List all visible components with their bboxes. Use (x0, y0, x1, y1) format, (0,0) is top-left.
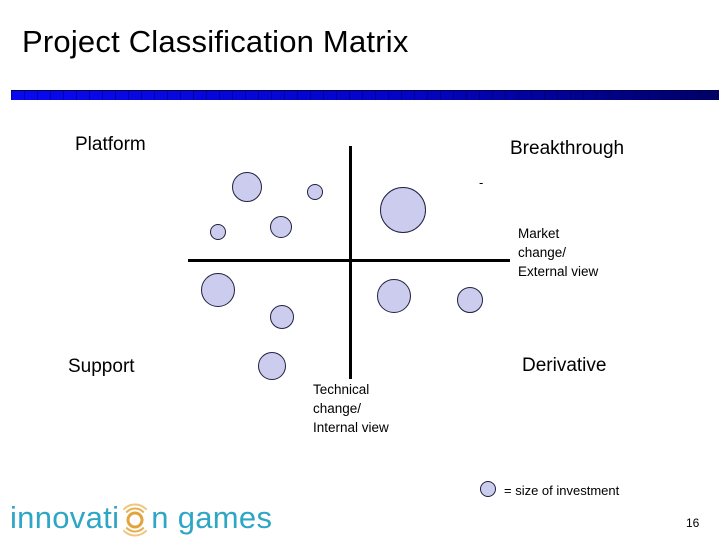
bubble-support (258, 352, 286, 380)
logo: innovati n games (10, 498, 272, 538)
title-underline-bar (11, 90, 719, 100)
legend-label: = size of investment (504, 483, 620, 498)
logo-text-part1: innovati (10, 500, 120, 535)
bubble-derivative (377, 279, 411, 313)
bubble-platform (232, 172, 262, 202)
quadrant-label-platform: Platform (75, 134, 146, 155)
bubble-support (270, 305, 294, 329)
vertical-axis-label: Technical change/ Internal view (313, 382, 389, 435)
bubble-platform (307, 184, 323, 200)
vertical-axis-line (349, 146, 352, 379)
stray-dash-mark: - (479, 175, 484, 190)
bubble-derivative (457, 287, 483, 313)
page-number: 16 (686, 516, 700, 530)
quadrant-label-breakthrough: Breakthrough (510, 138, 625, 159)
logo-text-part2: n games (151, 500, 273, 535)
bubble-support (201, 273, 235, 307)
legend-bubble-icon (480, 481, 496, 497)
horizontal-axis-label: Market change/ External view (518, 226, 599, 279)
quadrant-label-support: Support (68, 356, 135, 377)
logo-o-icon (123, 503, 148, 537)
quadrant-label-derivative: Derivative (522, 355, 607, 376)
bubble-platform (270, 216, 292, 238)
bubble-breakthrough (380, 187, 426, 233)
slide-title: Project Classification Matrix (22, 24, 409, 59)
bubble-platform (210, 224, 226, 240)
